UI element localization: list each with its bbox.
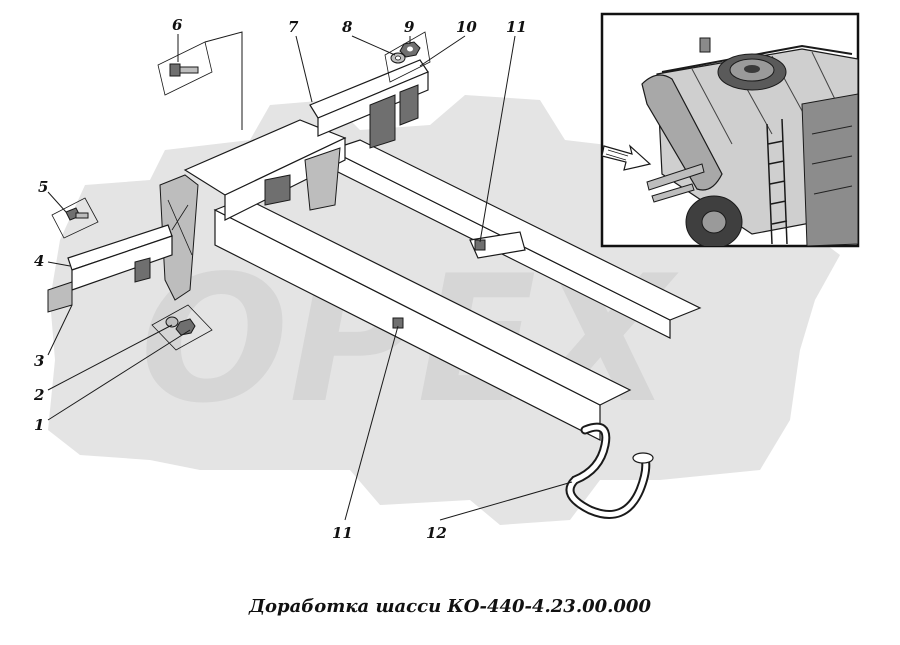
- fitting-lower: [392, 317, 404, 329]
- callout-9: 9: [404, 18, 415, 36]
- inset-side-equipment: [801, 93, 858, 246]
- nut-icon: [399, 41, 421, 58]
- extension-brackets: [369, 94, 396, 149]
- front-extension-plate: [134, 257, 151, 283]
- leader-6: [177, 31, 243, 130]
- leader-7: [295, 35, 313, 103]
- leader-10: [419, 35, 466, 67]
- callout-4: 4: [34, 252, 44, 270]
- inset-extension-bar: [646, 163, 705, 191]
- nut-icon: [175, 318, 196, 336]
- callout-10: 10: [456, 18, 477, 36]
- inset-ladder: [766, 118, 788, 245]
- leader-11b: [344, 325, 399, 521]
- parts-tag-5: [51, 197, 99, 239]
- parts-tag-1-2: [151, 304, 213, 351]
- callout-6: 6: [172, 16, 183, 34]
- leader-8: [351, 35, 396, 56]
- leader-11a: [479, 35, 516, 243]
- inset-extension-bar-2: [651, 183, 695, 203]
- arrow-icon: [602, 144, 652, 171]
- leader-3: [47, 304, 73, 356]
- callout-12: 12: [426, 524, 447, 542]
- chassis-frame: [47, 59, 702, 519]
- front-bracket: [159, 174, 199, 301]
- leader-5: [47, 191, 67, 213]
- leader-1: [47, 329, 191, 421]
- inset-tank-end: [641, 74, 723, 191]
- hardware: [51, 31, 431, 351]
- extension-bracket-right: [399, 84, 419, 126]
- parts-tag-8-9: [384, 31, 431, 83]
- callout-3: 3: [34, 352, 44, 370]
- washer-icon: [390, 52, 406, 64]
- callout-11b: 11: [332, 524, 353, 542]
- bracket-strut: [167, 199, 193, 256]
- leader-12: [439, 481, 573, 521]
- leader-2: [47, 324, 173, 391]
- exhaust-hose-inner: [567, 424, 649, 517]
- inset-wheel: [685, 195, 743, 246]
- mounting-block: [264, 174, 291, 206]
- callout-2: 2: [33, 386, 44, 404]
- exhaust-flange: [632, 452, 654, 464]
- inset-side-detail: [811, 125, 853, 195]
- callout-1: 1: [34, 416, 44, 434]
- rear-cross-beam: [469, 231, 526, 259]
- callout-7: 7: [288, 18, 299, 36]
- bolt-icon: [65, 207, 89, 221]
- washer-icon: [165, 316, 179, 328]
- callout-11a: 11: [506, 18, 527, 36]
- inset-ribs: [691, 51, 848, 145]
- leader-lines: [47, 31, 573, 521]
- diagram-title: Доработка шасси КО-440-4.23.00.000: [249, 596, 651, 617]
- spare-wheel-icon: [717, 53, 787, 91]
- bolt-icon: [169, 63, 199, 77]
- right-rail-top: [328, 139, 702, 321]
- inset-top-rail: [661, 44, 853, 73]
- callout-5: 5: [38, 178, 48, 196]
- callout-8: 8: [342, 18, 353, 36]
- parts-tag-6: [157, 41, 213, 96]
- mounting-plate: [304, 147, 341, 211]
- inset-view: [600, 12, 860, 248]
- inset-cap: [699, 37, 711, 53]
- callouts: 1 2 3 4 5 6 7 8 9 10 11 11 12: [33, 16, 527, 542]
- leader-4: [47, 261, 71, 267]
